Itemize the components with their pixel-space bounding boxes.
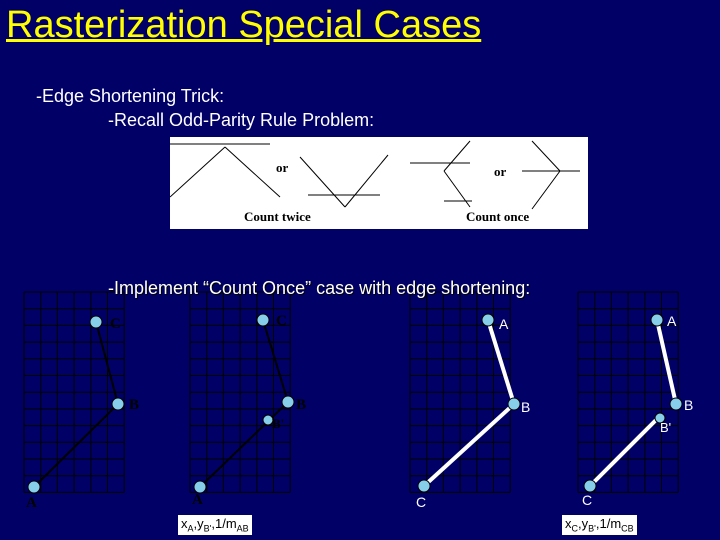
- slide-title: Rasterization Special Cases: [6, 4, 482, 46]
- label-a: A: [667, 313, 677, 329]
- grid-1-diagram: C B A: [26, 315, 139, 511]
- point-b: [111, 397, 125, 411]
- label-c: C: [416, 494, 426, 510]
- or-label-right: or: [494, 164, 507, 179]
- label-a: A: [26, 495, 37, 511]
- point-c: [417, 479, 431, 493]
- label-b: B: [129, 397, 139, 413]
- bullet-edge-shortening: -Edge Shortening Trick:: [36, 86, 225, 106]
- bullet-odd-parity: -Recall Odd-Parity Rule Problem:: [108, 110, 375, 130]
- label-b: B: [684, 397, 693, 413]
- label-b: B: [521, 399, 530, 415]
- point-b: [669, 397, 683, 411]
- caption-count-once: Count once: [466, 209, 529, 224]
- caption-count-twice: Count twice: [244, 209, 311, 224]
- odd-parity-figure: or Count twice or Count once: [170, 137, 588, 229]
- caption-ab-formula: xA,yB',1/mAB: [178, 515, 252, 535]
- point-a: [27, 480, 41, 494]
- label-b-prime: B': [272, 416, 284, 431]
- point-b-prime: [262, 414, 274, 426]
- grid-4-diagram: A B B' C: [582, 313, 693, 508]
- point-c: [89, 315, 103, 329]
- label-a: A: [192, 492, 203, 508]
- label-c: C: [582, 492, 592, 508]
- point-b: [281, 395, 295, 409]
- point-c: [583, 479, 597, 493]
- caption-cb-formula: xC,yB',1/mCB: [562, 515, 637, 535]
- point-b: [507, 397, 521, 411]
- grid-2-diagram: C B B' A: [192, 313, 306, 508]
- point-a: [481, 313, 495, 327]
- label-b-prime: B': [660, 420, 671, 435]
- point-c: [256, 313, 270, 327]
- point-b-prime: [654, 412, 666, 424]
- label-c: C: [276, 313, 287, 329]
- label-c: C: [110, 316, 121, 332]
- grid-3-diagram: A B C: [416, 313, 530, 510]
- label-a: A: [499, 316, 509, 332]
- bullet-count-once: -Implement “Count Once” case with edge s…: [108, 278, 531, 298]
- label-b: B: [296, 397, 306, 413]
- point-a: [193, 480, 207, 494]
- point-a: [650, 313, 664, 327]
- or-label-left: or: [276, 160, 289, 175]
